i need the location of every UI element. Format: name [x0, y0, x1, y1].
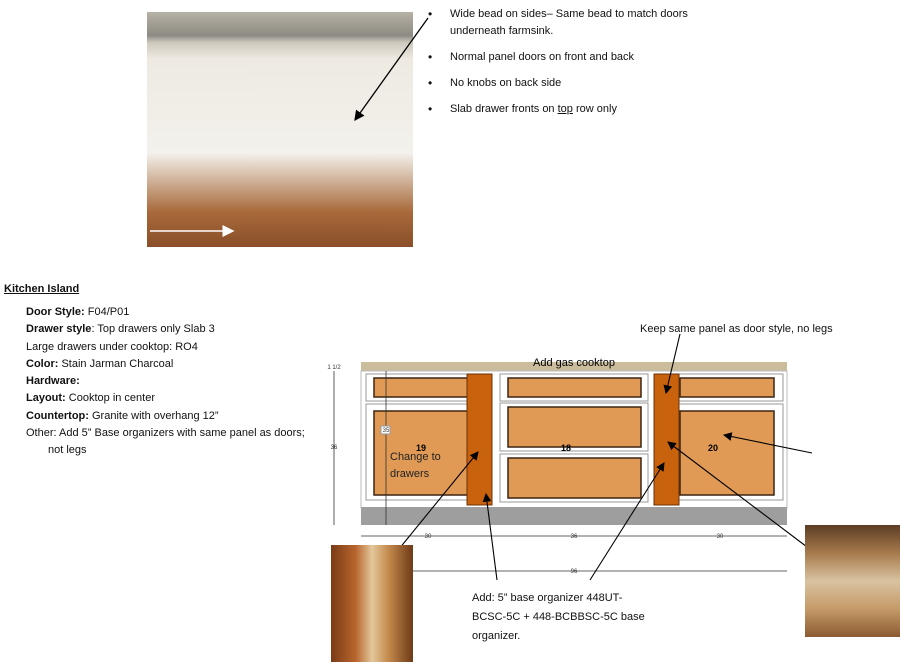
dim-label: 35 [383, 428, 390, 434]
note-text: row only [572, 103, 617, 115]
dim-label: 30 [425, 534, 432, 540]
kitchen-island-photo [147, 12, 413, 247]
drawer-front [507, 406, 642, 448]
note-item: No knobs on back side [428, 75, 728, 92]
base-organizer-filler [653, 373, 680, 506]
bead-arrow [354, 17, 429, 122]
door-panel [373, 410, 469, 496]
annotation-arrow [482, 492, 498, 581]
pullout-organizer-photo [331, 545, 413, 662]
cabinet-number: 19 [416, 443, 426, 453]
note-underlined: top [557, 103, 573, 115]
spec-list: Door Style: F04/P01 Drawer style: Top dr… [26, 304, 305, 460]
utensil-organizer-photo [805, 525, 900, 637]
note-item: Normal panel doors on front and back [428, 49, 728, 66]
toe-kick [361, 507, 787, 525]
drawer-front [679, 377, 775, 398]
base-organizer-filler [466, 373, 493, 506]
dim-label: 36 [331, 445, 338, 451]
organizer-note: Add: 5” base organizer 448UT- BCSC-5C + … [472, 589, 645, 646]
dim-label: 1 1/2 [327, 365, 341, 371]
drawer-front [507, 377, 642, 398]
drawer-front [507, 457, 642, 499]
note-item: Wide bead on sides– Same bead to match d… [428, 6, 728, 40]
annotation-arrow [389, 451, 479, 561]
keep-panel-note: Keep same panel as door style, no legs [640, 323, 833, 335]
spec-drawer: Drawer style: Top drawers only Slab 3 [26, 323, 215, 336]
spec-hardware: Hardware: [26, 375, 80, 388]
dim-label: 36 [571, 534, 578, 540]
change-label: drawers [390, 468, 430, 480]
note-item: Slab drawer fronts on top row only [428, 101, 728, 118]
door-panel [679, 410, 775, 496]
spec-other-cont: not legs [48, 444, 87, 457]
notes-list: Wide bead on sides– Same bead to match d… [428, 6, 728, 127]
dim-label: 30 [717, 534, 724, 540]
annotation-arrow [722, 432, 813, 454]
note-text: Slab drawer fronts on [450, 103, 558, 115]
spec-countertop: Countertop: Granite with overhang 12” [26, 409, 219, 422]
organizer-note-line: BCSC-5C + 448-BCBBSC-5C base [472, 611, 645, 623]
spec-color: Color: Stain Jarman Charcoal [26, 357, 174, 370]
spec-other: Other: Add 5” Base organizers with same … [26, 427, 305, 440]
annotation-arrow [663, 333, 681, 395]
countertop [361, 362, 787, 371]
spec-door: Door Style: F04/P01 [26, 306, 130, 318]
gas-cooktop-label: Add gas cooktop [533, 357, 615, 369]
organizer-note-line: organizer. [472, 630, 521, 642]
change-label: Change to [390, 451, 441, 463]
annotation-arrow [667, 441, 816, 554]
spec-large-drawers: Large drawers under cooktop: RO4 [26, 340, 198, 353]
annotation-arrow [589, 462, 665, 581]
section-title: Kitchen Island [4, 283, 80, 295]
dim-label: 96 [571, 569, 578, 575]
spec-layout: Layout: Cooktop in center [26, 392, 156, 405]
cabinet-number: 20 [708, 443, 718, 453]
drawer-front [373, 377, 469, 398]
organizer-note-line: Add: 5” base organizer 448UT- [472, 592, 623, 604]
cabinet-number: 18 [561, 443, 571, 453]
